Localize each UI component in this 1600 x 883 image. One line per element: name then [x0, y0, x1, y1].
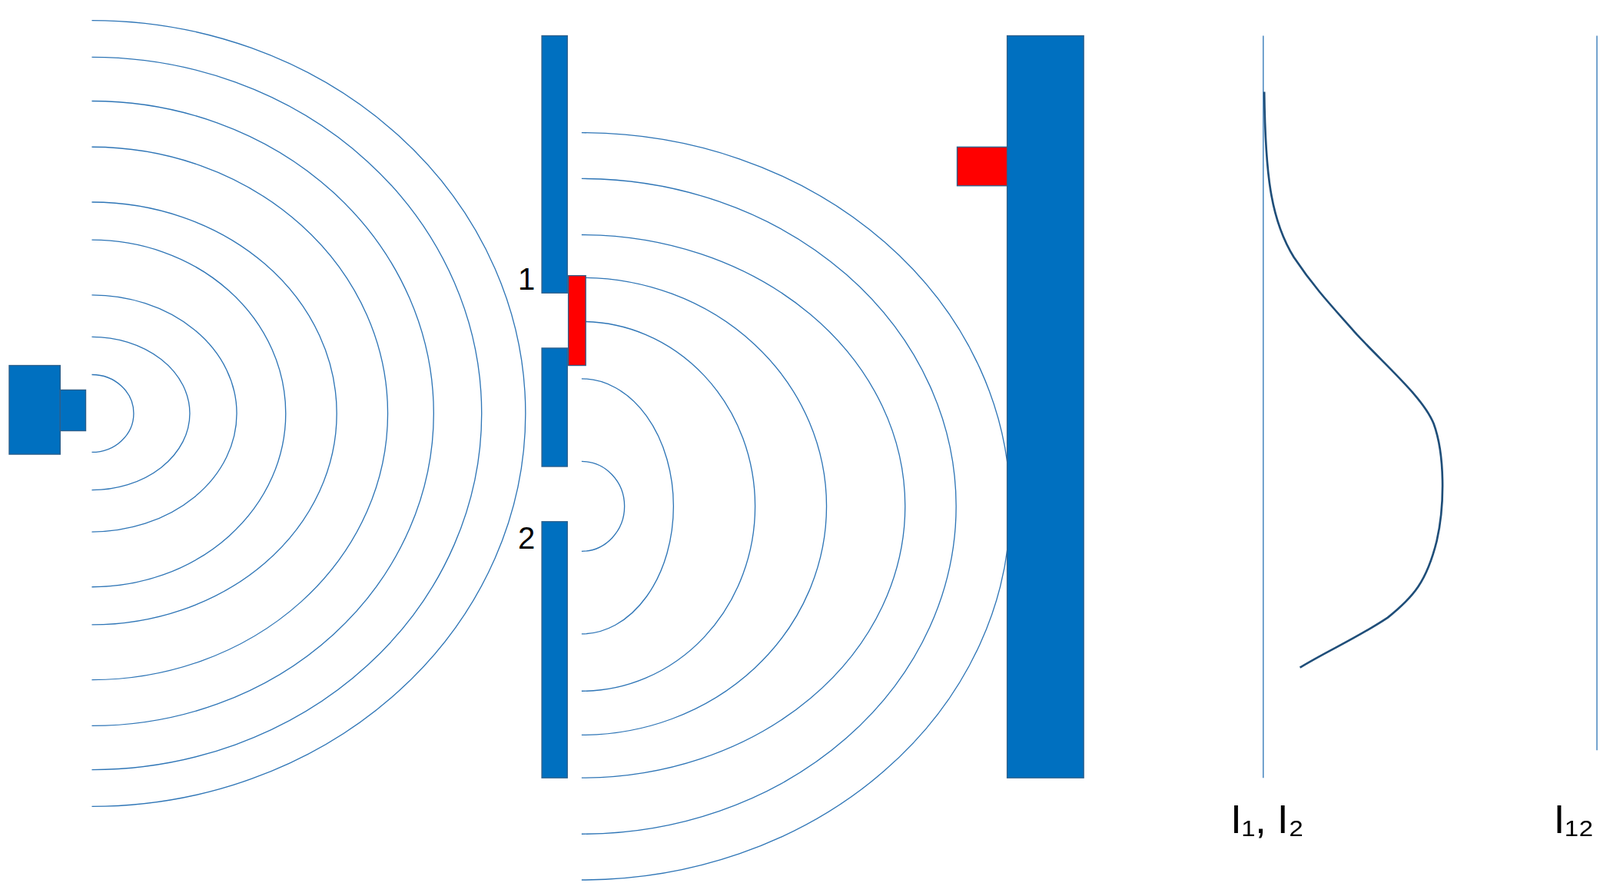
axis-i12	[1596, 35, 1597, 751]
wavefront-arc	[92, 295, 238, 532]
slit-plate-top	[541, 35, 568, 293]
incident-wavefronts	[92, 20, 526, 807]
slit-number: 1	[517, 263, 535, 295]
wavefront-arc	[581, 132, 1011, 880]
wavefront-arc	[92, 239, 286, 588]
slit-plate-middle	[541, 348, 568, 467]
wavefront-arc	[92, 20, 526, 807]
axis-i1-i2	[1262, 35, 1264, 778]
slit-detector	[568, 275, 587, 366]
wavefront-arc	[92, 374, 134, 452]
wavefront-arc	[581, 178, 957, 834]
wavefront-arc	[581, 235, 906, 779]
wavefront-arc	[581, 277, 827, 735]
intensity-curve	[1264, 92, 1443, 668]
wavefront-arc	[92, 336, 190, 490]
diffracted-wavefronts	[581, 132, 1011, 880]
intensity-label: I₁, I₂	[1230, 799, 1305, 840]
wavefront-arc	[92, 146, 389, 680]
wavefront-arc	[581, 461, 625, 552]
wavefront-arc	[92, 101, 435, 727]
wavefront-arc	[92, 56, 482, 770]
wavefront-arc	[581, 321, 756, 691]
source-nozzle	[59, 389, 86, 431]
wavefront-arc	[92, 202, 338, 625]
slit-plate-bottom	[541, 521, 568, 778]
screen-detector	[956, 146, 1007, 186]
slit-number: 2	[517, 522, 535, 554]
wavefront-arc	[581, 378, 674, 635]
detection-screen	[1007, 35, 1085, 778]
intensity-label: I₁₂	[1553, 799, 1594, 840]
source-body	[9, 365, 60, 455]
